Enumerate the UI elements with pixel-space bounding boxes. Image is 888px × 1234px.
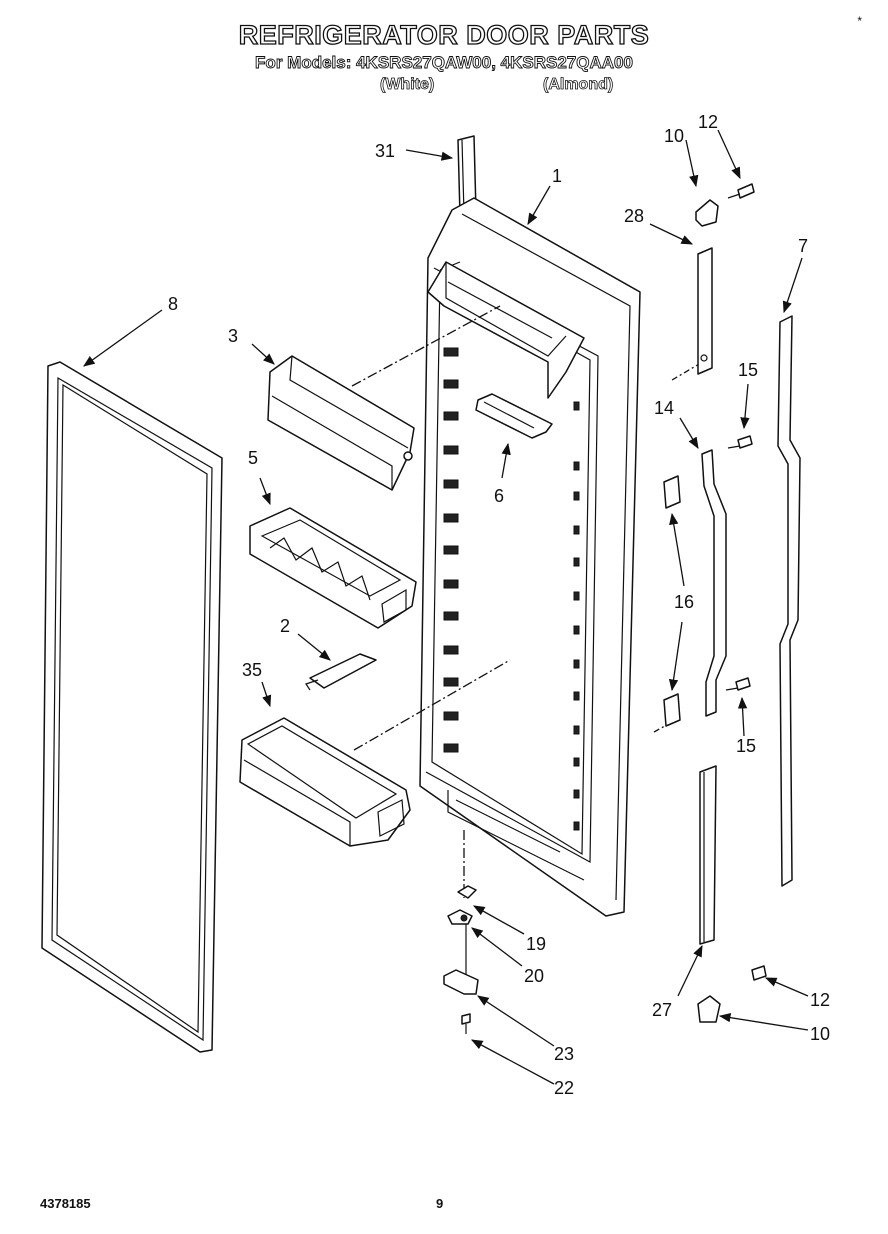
callout-19: 19: [526, 934, 546, 954]
callout-22: 22: [554, 1078, 574, 1098]
page-number: 9: [436, 1196, 444, 1211]
part-28-handle-trim-top: [697, 247, 713, 375]
leader-lines: [83, 129, 809, 1085]
part-3-dairy-door: [267, 355, 415, 491]
part-15-screw-upper: [727, 435, 753, 449]
callout-10-bottom: 10: [810, 1024, 830, 1044]
part-5-egg-bin: [249, 507, 417, 629]
corner-mark: *: [857, 14, 862, 28]
callout-5: 5: [248, 448, 258, 468]
callout-labels: 31 1 8 3 5 2 35 6 10 12 28 7 15 14 16 15…: [168, 112, 830, 1098]
part-1-door-liner: [419, 197, 641, 917]
document-number: 4378185: [40, 1196, 91, 1211]
callout-35: 35: [242, 660, 262, 680]
part-12-screw-top: [727, 183, 755, 199]
model-numbers: For Models: 4KSRS27QAW00, 4KSRS27QAA00: [255, 53, 634, 73]
part-20-hinge-pin: [447, 909, 473, 976]
callout-8: 8: [168, 294, 178, 314]
part-12-screw-bottom: [751, 965, 767, 981]
callout-27: 27: [652, 1000, 672, 1020]
part-14-door-handle: [701, 449, 727, 717]
variant-almond-label: (Almond): [543, 76, 614, 94]
part-19-washer: [457, 885, 477, 899]
part-7-door-gasket-strip: [777, 315, 801, 887]
callout-2: 2: [280, 616, 290, 636]
callout-14: 14: [654, 398, 674, 418]
callout-6: 6: [494, 486, 504, 506]
part-31-door-trim: [457, 135, 477, 217]
part-23-hinge-bracket: [443, 969, 479, 995]
part-8-door-gasket: [41, 361, 223, 1053]
callout-15-lower: 15: [736, 736, 756, 756]
callout-12-bottom: 12: [810, 990, 830, 1010]
callout-16: 16: [674, 592, 694, 612]
callout-15-upper: 15: [738, 360, 758, 380]
part-16-handle-insert-lower: [663, 693, 681, 727]
part-16-handle-insert-upper: [663, 475, 681, 509]
callout-12-top: 12: [698, 112, 718, 132]
part-27-handle-trim-bottom: [699, 765, 717, 945]
callout-28: 28: [624, 206, 644, 226]
part-15-screw-lower: [725, 677, 751, 691]
callout-10-top: 10: [664, 126, 684, 146]
callout-31: 31: [375, 141, 395, 161]
part-10-hinge-cap-bottom: [697, 995, 721, 1023]
part-10-hinge-cap-top: [695, 199, 719, 227]
callout-23: 23: [554, 1044, 574, 1064]
callout-1: 1: [552, 166, 562, 186]
part-6-butter-tray: [475, 393, 553, 439]
callout-3: 3: [228, 326, 238, 346]
callout-20: 20: [524, 966, 544, 986]
part-35-door-bin: [239, 717, 411, 847]
part-2-bracket: [305, 653, 377, 691]
variant-white-label: (White): [380, 76, 435, 94]
page-title: REFRIGERATOR DOOR PARTS: [238, 19, 650, 50]
part-22-screw: [461, 1013, 471, 1034]
callout-7: 7: [798, 236, 808, 256]
